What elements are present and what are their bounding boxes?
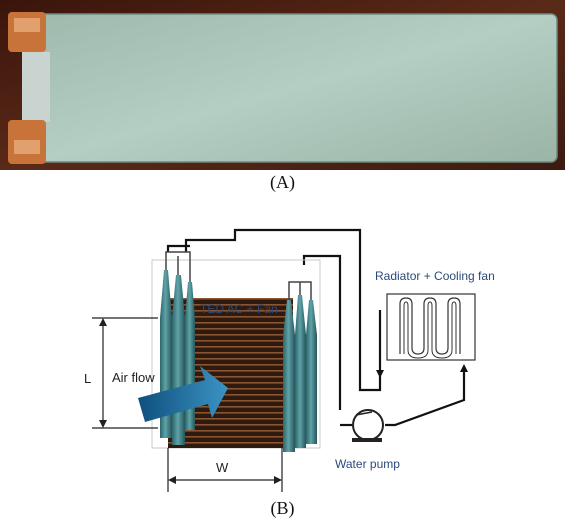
plate [22, 13, 558, 163]
dimension-l-label: L [84, 371, 91, 386]
dimension-l-arrow-bottom [99, 420, 107, 428]
dimension-l-arrow-top [99, 318, 107, 326]
copper-tab-bottom [8, 120, 46, 164]
dimension-w-label: W [216, 460, 229, 475]
ted-label: TED AC + Fan [200, 302, 278, 316]
thermoelectric-plate-photo [0, 0, 565, 170]
right-manifold-tubes [283, 281, 317, 452]
dimension-w-arrow-left [168, 476, 176, 484]
water-piping [166, 228, 466, 427]
dimension-w [167, 448, 283, 492]
panel-a-caption: (A) [270, 172, 295, 192]
water-pump-label: Water pump [335, 457, 400, 471]
water-pump [352, 409, 384, 442]
flow-arrow-down [376, 370, 384, 378]
radiator-label: Radiator + Cooling fan [375, 269, 495, 283]
panel-b-caption: (B) [270, 498, 295, 518]
dimension-w-arrow-right [274, 476, 282, 484]
cooling-system-diagram: Radiator + Cooling fan Water pump TED AC… [84, 228, 495, 492]
radiator [386, 293, 476, 361]
flow-arrow-up [460, 364, 468, 372]
air-flow-label: Air flow [112, 370, 155, 385]
air-flow-arrow [138, 366, 228, 422]
copper-tab-top [8, 12, 46, 52]
